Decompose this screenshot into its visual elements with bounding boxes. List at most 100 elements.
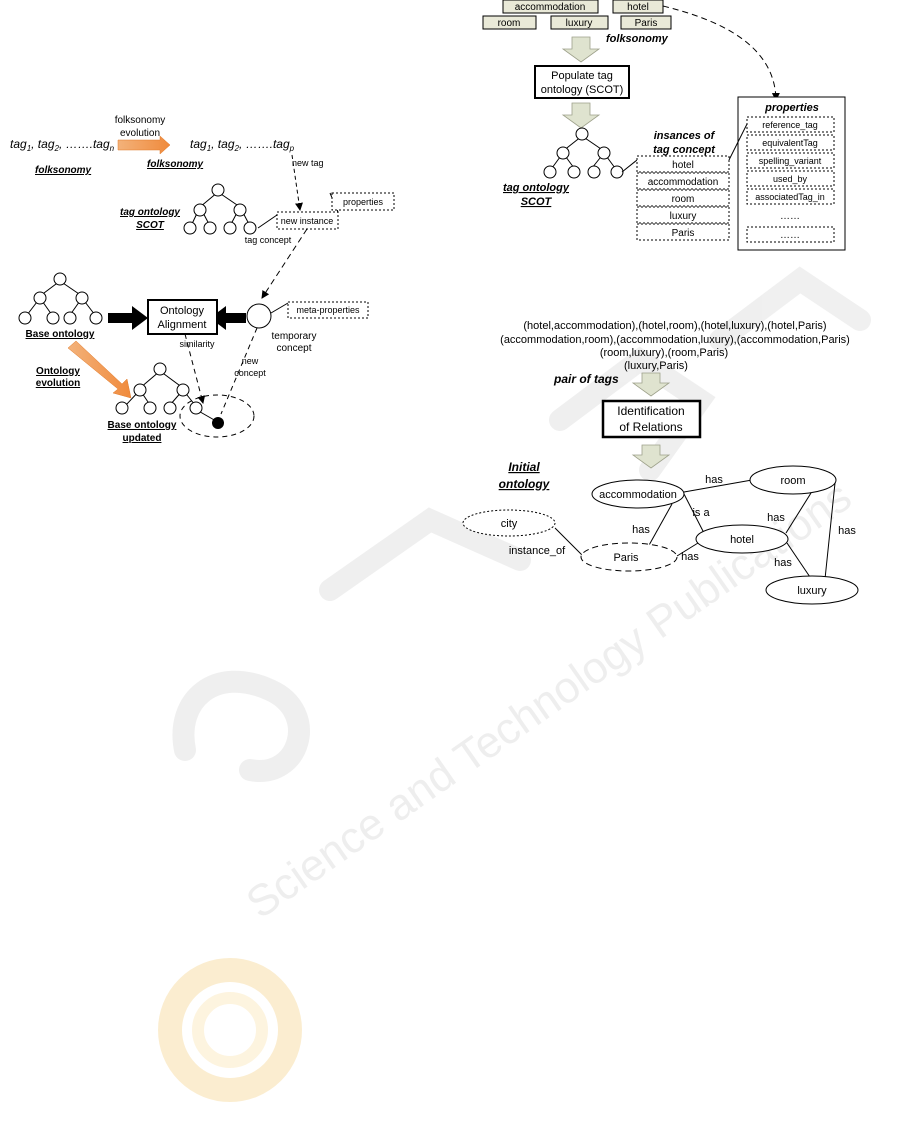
identification-box: [601, 399, 702, 439]
tag-box-paris: [620, 15, 672, 30]
base-to-alignment-arrow: [108, 306, 148, 330]
instance-box-luxury: [636, 206, 730, 224]
edge-room-luxury-label: has: [838, 525, 856, 537]
similarity-label: similarity: [180, 339, 215, 349]
instance-luxury: luxury: [670, 211, 697, 222]
tag-hotel: hotel: [627, 2, 649, 13]
property-item: reference_tag: [762, 120, 818, 130]
node-room: [749, 465, 837, 495]
node-hotel: [695, 524, 789, 554]
right-bottom-diagram: (hotel,accommodation),(hotel,room),(hote…: [462, 320, 859, 605]
ontology-evolution-label-2: evolution: [36, 378, 80, 389]
property-item: used_by: [773, 174, 808, 184]
node-luxury: [765, 575, 859, 605]
right-top-diagram: accommodation hotel room luxury Paris fo…: [482, 0, 846, 251]
new-concept-line: [220, 327, 258, 415]
updated-ontology-tree: [115, 362, 217, 422]
tag-room: room: [498, 18, 521, 29]
base-ontology-tree: [18, 272, 103, 325]
folksonomy-left-label: folksonomy: [35, 165, 92, 176]
folksonomy-evolution-arrow: [117, 135, 171, 155]
populate-label-1: Populate tag: [551, 70, 613, 82]
tag-accommodation: accommodation: [515, 2, 586, 13]
base-ontology-updated-label-1: Base ontology: [108, 420, 177, 431]
edge-hotel-luxury-label: has: [774, 557, 792, 569]
tag-concept-connector: [257, 214, 278, 229]
temporary-concept-label-1: temporary: [271, 331, 316, 342]
pair-of-tags-label: pair of tags: [553, 372, 619, 386]
instance-hotel: hotel: [672, 160, 694, 171]
scot-label-1: tag ontology: [503, 182, 570, 194]
tag-ontology-label-1: tag ontology: [120, 207, 180, 218]
properties-panel-connector: [728, 123, 748, 161]
ontology-edges: [554, 479, 836, 581]
instance-to-concept-arrow: [261, 228, 308, 299]
properties-list: reference_tag equivalentTag spelling_var…: [746, 116, 835, 243]
node-paris: [580, 542, 678, 572]
base-ontology-updated-label-2: updated: [123, 433, 162, 444]
instance-list: hotel accommodation room luxury Paris: [636, 155, 730, 241]
edge-acc-room-label: has: [705, 474, 723, 486]
pairs-down-arrow: [631, 372, 671, 397]
tag-box-luxury: [550, 15, 609, 30]
edge-acc-hotel-label: is a: [692, 507, 710, 519]
node-city-label: city: [501, 518, 518, 530]
instance-box-room: [636, 189, 730, 207]
temporary-concept-node: [246, 303, 272, 329]
tag-paris: Paris: [635, 18, 658, 29]
properties-panel-title: properties: [764, 102, 819, 114]
instances-title-1: insances of: [654, 130, 716, 142]
node-luxury-label: luxury: [797, 585, 827, 597]
tags-before-text: tag1, tag2, …….tagn: [10, 137, 115, 153]
pairs-line-4: (luxury,Paris): [624, 360, 688, 372]
hotel-to-properties-arrow: [662, 5, 780, 101]
base-ontology-label: Base ontology: [26, 329, 95, 340]
ontology-evolution-arrow: [67, 340, 132, 399]
watermark: Science and Technology Publications: [158, 266, 871, 1102]
ontology-evolution-label-1: Ontology: [36, 366, 80, 377]
node-hotel-label: hotel: [730, 534, 754, 546]
tag-box-accommodation: [502, 0, 599, 14]
identification-label-2: of Relations: [619, 420, 682, 434]
meta-properties-connector: [270, 302, 289, 314]
instances-connector: [621, 159, 638, 173]
ontology-alignment-box: [147, 299, 218, 335]
new-tag-arrow: [291, 154, 303, 211]
property-item: equivalentTag: [762, 138, 818, 148]
node-city: [462, 509, 556, 537]
instance-box-paris: [636, 223, 730, 241]
similarity-arrow: [184, 333, 206, 404]
left-diagram: tag1, tag2, …….tagn folksonomy evolution…: [10, 115, 395, 444]
node-accommodation-label: accommodation: [599, 489, 677, 501]
tag-luxury: luxury: [566, 18, 593, 29]
instance-box-hotel: [636, 155, 730, 173]
folksonomy-title: folksonomy: [606, 33, 669, 45]
folksonomy-down-arrow: [561, 36, 601, 63]
new-concept-node: [212, 417, 224, 429]
populate-label-2: ontology (SCOT): [541, 84, 624, 96]
new-tag-label: new tag: [292, 158, 324, 168]
new-instance-label: new instance: [281, 216, 334, 226]
property-item: spelling_variant: [759, 156, 822, 166]
pairs-line-2: (accommodation,room),(accommodation,luxu…: [500, 334, 850, 346]
concept-to-alignment-arrow: [210, 306, 246, 330]
new-concept-label-1: new: [242, 356, 259, 366]
temporary-concept-label-2: concept: [276, 343, 311, 354]
pairs-line-1: (hotel,accommodation),(hotel,room),(hote…: [523, 320, 826, 332]
properties-box: [331, 192, 395, 211]
scot-label-2: SCOT: [521, 196, 553, 208]
new-instance-box: [276, 211, 339, 230]
new-concept-label-2: concept: [234, 368, 266, 378]
instance-accommodation: accommodation: [648, 177, 719, 188]
meta-properties-box: [287, 301, 369, 319]
property-item: ……: [780, 230, 800, 241]
tags-after-text: tag1, tag2, …….tagp: [190, 137, 295, 153]
folksonomy-evolution-label-2: evolution: [120, 128, 160, 139]
tag-box-room: [482, 15, 537, 30]
property-item: ……: [780, 211, 800, 222]
properties-label: properties: [343, 197, 384, 207]
instance-paris: Paris: [672, 228, 695, 239]
property-item: associatedTag_in: [755, 192, 825, 202]
node-room-label: room: [780, 475, 805, 487]
